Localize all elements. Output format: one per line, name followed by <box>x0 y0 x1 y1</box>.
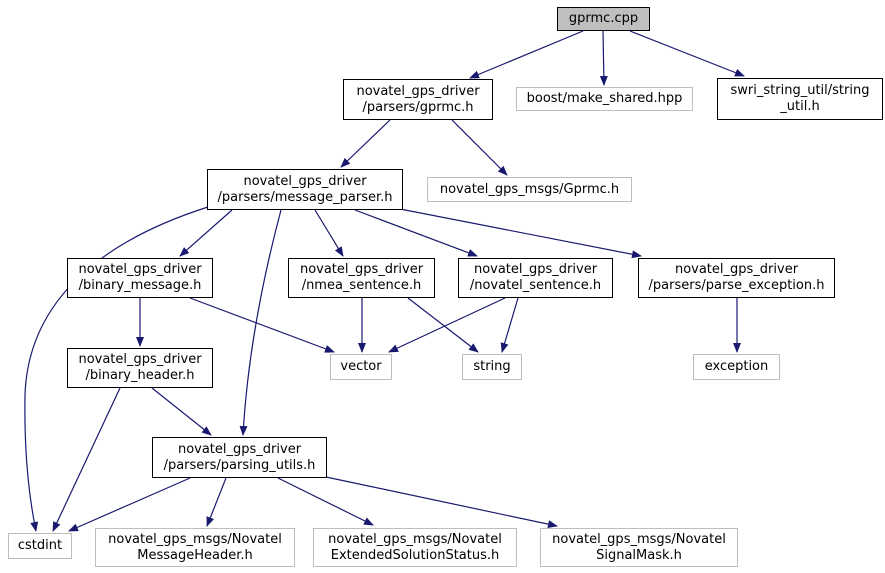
node-label: /parsers/message_parser.h <box>217 189 393 205</box>
node-parsers_gprmc_h[interactable]: novatel_gps_driver/parsers/gprmc.h <box>343 79 493 120</box>
node-gprmc_cpp: gprmc.cpp <box>557 7 650 31</box>
node-gprmc_msg: novatel_gps_msgs/Gprmc.h <box>427 177 632 202</box>
node-label: vector <box>340 359 382 374</box>
edge-novatel_sentence-to-string <box>500 297 519 353</box>
node-message_parser[interactable]: novatel_gps_driver/parsers/message_parse… <box>207 169 403 210</box>
edge-parsers_gprmc_h-to-gprmc_msg <box>451 119 508 176</box>
node-label: /parsers/parsing_utils.h <box>163 457 316 473</box>
edge-binary_header-to-cstdint <box>52 387 121 532</box>
edge-parsing_utils-to-novatel_extended_solution_status <box>277 477 374 526</box>
node-label: novatel_gps_driver <box>177 441 302 457</box>
node-label: /nmea_sentence.h <box>301 278 422 293</box>
node-label: ExtendedSolutionStatus.h <box>330 547 500 563</box>
node-label: exception <box>704 359 769 374</box>
edge-message_parser-to-cstdint <box>24 206 209 532</box>
edge-binary_header-to-parsing_utils <box>151 387 212 436</box>
edge-message_parser-to-novatel_sentence <box>354 209 478 257</box>
edge-message_parser-to-parsing_utils <box>239 209 282 436</box>
node-label: novatel_gps_driver <box>78 352 202 367</box>
edge-message_parser-to-nmea_sentence <box>314 209 344 257</box>
node-boost_make_shared: boost/make_shared.hpp <box>516 87 693 111</box>
node-novatel_sentence[interactable]: novatel_gps_driver/novatel_sentence.h <box>458 258 613 298</box>
node-label: novatel_gps_driver <box>473 262 598 277</box>
edge-gprmc_cpp-to-parsers_gprmc_h <box>469 30 584 79</box>
node-label: /parsers/gprmc.h <box>362 99 474 115</box>
node-vector: vector <box>330 354 392 380</box>
node-label: novatel_gps_driver <box>78 262 202 277</box>
edge-gprmc_cpp-to-swri_string_util <box>629 30 745 77</box>
node-swri_string_util[interactable]: swri_string_util/string_util.h <box>717 78 883 120</box>
node-label: novatel_gps_driver <box>674 262 799 277</box>
edge-binary_message-to-vector <box>189 297 335 353</box>
edge-parsing_utils-to-novatel_signal_mask <box>325 476 558 529</box>
edge-novatel_sentence-to-vector <box>388 297 506 353</box>
node-exception: exception <box>693 354 780 380</box>
edge-parsers_gprmc_h-to-message_parser <box>340 119 391 168</box>
node-label: SignalMask.h <box>596 547 682 563</box>
edge-nmea_sentence-to-string <box>407 297 479 353</box>
node-cstdint: cstdint <box>8 533 72 559</box>
node-label: cstdint <box>17 538 63 553</box>
node-binary_message[interactable]: novatel_gps_driver/binary_message.h <box>67 258 213 298</box>
node-parse_exception[interactable]: novatel_gps_driver/parsers/parse_excepti… <box>638 258 835 298</box>
node-label: /binary_message.h <box>78 278 202 293</box>
node-label: string <box>473 359 511 374</box>
node-label: _util.h <box>780 99 820 114</box>
node-label: /parsers/parse_exception.h <box>648 278 825 293</box>
edge-message_parser-to-parse_exception <box>399 208 642 259</box>
node-label: novatel_gps_driver <box>356 83 480 99</box>
edge-message_parser-to-binary_message <box>179 209 233 257</box>
node-string: string <box>462 354 522 380</box>
node-label: gprmc.cpp <box>568 11 639 26</box>
node-parsing_utils[interactable]: novatel_gps_driver/parsers/parsing_utils… <box>152 437 327 478</box>
node-nmea_sentence[interactable]: novatel_gps_driver/nmea_sentence.h <box>288 258 435 298</box>
node-label: /novatel_sentence.h <box>469 278 602 293</box>
node-label: novatel_gps_driver <box>299 262 424 277</box>
node-label: novatel_gps_msgs/Novatel <box>108 531 282 547</box>
edge-parsing_utils-to-novatel_message_header <box>206 477 227 527</box>
node-label: boost/make_shared.hpp <box>526 91 683 106</box>
node-label: novatel_gps_msgs/Gprmc.h <box>439 181 620 197</box>
node-binary_header[interactable]: novatel_gps_driver/binary_header.h <box>67 348 213 388</box>
edge-parsing_utils-to-cstdint <box>68 477 191 532</box>
node-label: MessageHeader.h <box>137 547 253 563</box>
edge-gprmc_cpp-to-boost_make_shared <box>599 30 608 86</box>
node-label: novatel_gps_msgs/Novatel <box>328 531 502 547</box>
node-label: swri_string_util/string <box>730 83 870 98</box>
node-label: novatel_gps_msgs/Novatel <box>552 531 726 547</box>
node-label: /binary_header.h <box>85 368 195 383</box>
node-label: novatel_gps_driver <box>243 173 367 189</box>
